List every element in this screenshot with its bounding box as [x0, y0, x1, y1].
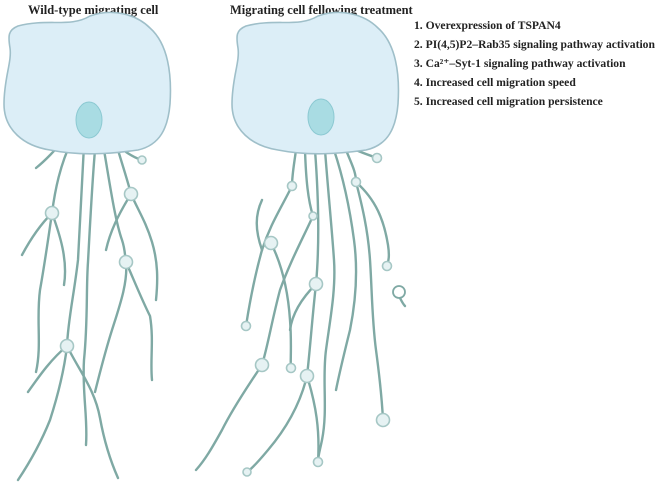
wild-type-cell-title: Wild-type migrating cell — [28, 3, 159, 17]
wild-type-migrasomes — [44, 155, 147, 354]
treated-nucleus — [307, 98, 335, 136]
effect-item-4: 4. Increased cell migration speed — [414, 76, 576, 89]
effect-item-3: 3. Ca²⁺–Syt-1 signaling pathway activati… — [414, 57, 626, 70]
effect-item-1: 1. Overexpression of TSPAN4 — [414, 19, 561, 32]
effect-item-2: 2. PI(4,5)P2–Rab35 signaling pathway act… — [414, 38, 655, 51]
treated-migrasomes — [240, 152, 406, 477]
treated-cell-body — [231, 11, 400, 155]
effect-item-5: 5. Increased cell migration persistence — [414, 95, 603, 108]
treated-cell-title: Migrating cell fellowing treatment — [230, 3, 413, 17]
treated-cell — [194, 11, 407, 477]
effects-list: 1. Overexpression of TSPAN4 2. PI(4,5)P2… — [414, 16, 655, 111]
wild-type-cell — [3, 11, 172, 482]
wild-type-cell-body — [3, 11, 172, 155]
wild-type-nucleus — [75, 101, 103, 139]
treated-retraction-fibers — [194, 148, 407, 474]
